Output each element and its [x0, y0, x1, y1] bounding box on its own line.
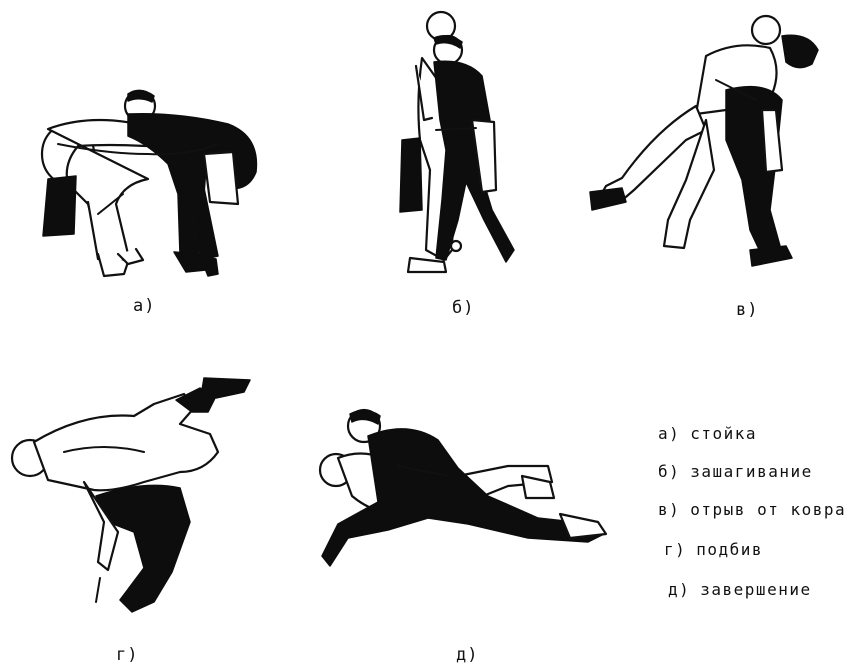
legend-label: в)	[658, 500, 680, 519]
legend-text: подбив	[696, 540, 763, 559]
legend-item-a: а) стойка	[658, 424, 757, 443]
figure-v-lift	[586, 10, 826, 275]
legend-label: а)	[658, 424, 680, 443]
legend-text: стойка	[690, 424, 757, 443]
legend-text: зашагивание	[690, 462, 812, 481]
legend-item-b: б) зашагивание	[658, 462, 813, 481]
legend-label: д)	[668, 580, 690, 599]
legend-item-d: д) завершение	[668, 580, 812, 599]
caption-a: а)	[133, 296, 155, 316]
legend-label: г)	[664, 540, 686, 559]
caption-v: в)	[736, 300, 758, 320]
legend-label: б)	[658, 462, 680, 481]
legend-item-g: г) подбив	[664, 540, 763, 559]
figure-d-finish	[308, 406, 608, 586]
figure-a-stance	[28, 84, 268, 294]
legend-text: завершение	[700, 580, 811, 599]
caption-g: г)	[116, 645, 138, 665]
figure-b-step-in	[396, 10, 526, 275]
legend-item-v: в) отрыв от ковра	[658, 500, 846, 519]
caption-b: б)	[452, 298, 474, 318]
figure-g-strike	[4, 372, 256, 622]
caption-d: д)	[456, 645, 478, 665]
legend-text: отрыв от ковра	[690, 500, 846, 519]
